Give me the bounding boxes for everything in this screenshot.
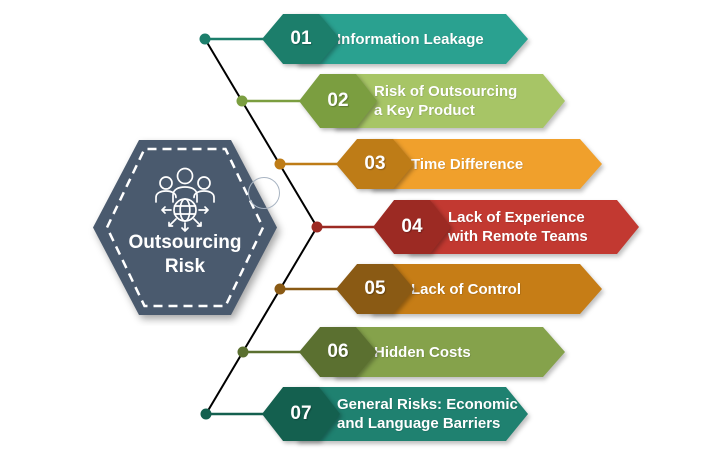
risk-item-label: General Risks: Economic <box>337 396 518 413</box>
risk-item-number-badge: 03 <box>336 139 414 189</box>
risk-item-03: Time Difference 03 <box>336 139 602 189</box>
risk-item-label: and Language Barriers <box>337 415 501 432</box>
risk-item-label: with Remote Teams <box>448 228 588 245</box>
risk-item-number: 05 <box>364 278 386 299</box>
risk-item-label: Information Leakage <box>337 30 484 48</box>
hexagon-title-line2: Risk <box>165 256 206 277</box>
connector-dot-02 <box>236 95 248 107</box>
connector-dot-05 <box>274 283 286 295</box>
risk-item-number-badge: 05 <box>336 264 414 314</box>
risk-item-banner: Hidden Costs <box>333 327 565 377</box>
risk-item-number-badge: 07 <box>262 387 340 441</box>
risk-item-01: Information Leakage 01 <box>262 14 528 64</box>
risk-item-number: 02 <box>327 90 349 111</box>
connector-dot-03 <box>274 158 286 170</box>
risk-item-07: General Risks: Economic and Language Barr… <box>262 387 528 441</box>
decorative-circle <box>248 177 280 209</box>
risk-item-number: 04 <box>401 216 423 237</box>
risk-item-label: Lack of Control <box>411 280 522 298</box>
risk-item-number: 01 <box>290 28 312 49</box>
risk-item-label: Risk of Outsourcing <box>374 83 518 100</box>
risk-item-label: Lack of Experience <box>448 209 585 226</box>
risk-item-number: 03 <box>364 153 386 174</box>
risk-item-banner: Lack of Experience with Remote Teams <box>407 200 639 254</box>
team-globe-icon <box>155 167 215 232</box>
risk-item-label: Hidden Costs <box>374 343 471 361</box>
risk-item-02: Risk of Outsourcing a Key Product 02 <box>299 74 565 128</box>
risk-item-04: Lack of Experience with Remote Teams 04 <box>373 200 639 254</box>
hexagon-dashed-border <box>105 147 265 308</box>
hexagon-title-line1: Outsourcing <box>129 232 242 253</box>
risk-item-05: Lack of Control 05 <box>336 264 602 314</box>
connector-dot-01 <box>199 33 211 45</box>
risk-item-banner: Risk of Outsourcing a Key Product <box>333 74 565 128</box>
connector-dot-07 <box>200 408 212 420</box>
risk-item-number: 07 <box>290 403 312 424</box>
connector-dot-04 <box>311 221 323 233</box>
risk-item-06: Hidden Costs 06 <box>299 327 565 377</box>
risk-item-number-badge: 06 <box>299 327 377 377</box>
risk-item-label: Time Difference <box>411 155 524 173</box>
risk-item-number-badge: 02 <box>299 74 377 128</box>
risk-item-number-badge: 04 <box>373 200 451 254</box>
connector-dot-06 <box>237 346 249 358</box>
risk-item-label: a Key Product <box>374 102 475 119</box>
risk-item-number: 06 <box>327 341 349 362</box>
outsourcing-risk-hexagon: Outsourcing Risk <box>93 140 277 315</box>
risk-item-number-badge: 01 <box>262 14 340 64</box>
